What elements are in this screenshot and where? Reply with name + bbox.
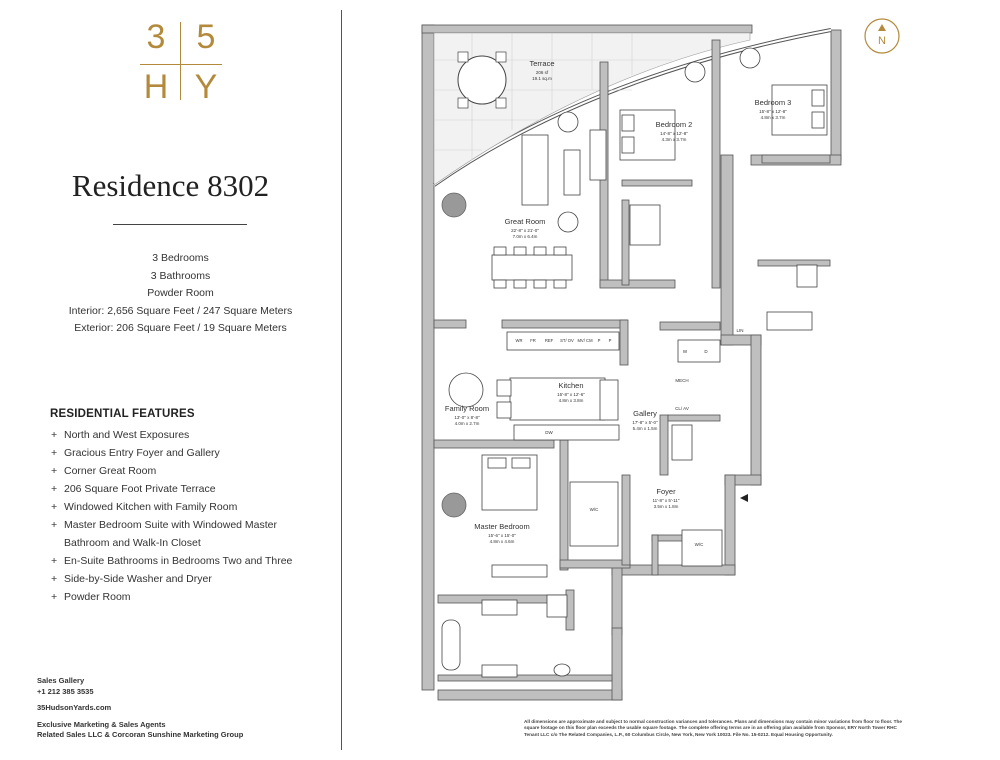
compass-icon: N <box>864 18 900 54</box>
sales-label: Sales Gallery <box>37 676 85 685</box>
appliance-st-ov: ST/ OV <box>560 338 574 343</box>
website-link[interactable]: 35HudsonYards.com <box>37 703 112 712</box>
room-family-room-dims-2: 4.0m x 2.7m <box>455 421 480 426</box>
appliance-fr: FR <box>530 338 536 343</box>
room-gallery: Gallery <box>633 409 657 418</box>
room-great-room: Great Room <box>505 217 546 226</box>
panel-divider <box>341 10 342 750</box>
summary-powder: Powder Room <box>147 287 214 300</box>
room-gallery-dims-1: 17'-8" x 5'-0" <box>632 420 658 425</box>
title-rule <box>113 224 247 225</box>
room-master-bedroom: Master Bedroom <box>474 522 529 531</box>
room-foyer: Foyer <box>656 487 676 496</box>
entry-arrow-icon <box>740 494 748 502</box>
appliance-p2: P <box>609 338 612 343</box>
room-terrace: Terrace <box>529 59 554 68</box>
room-kitchen-dims-1: 15'-8" x 12'-6" <box>557 392 585 397</box>
contact-block: Sales Gallery +1 212 385 3535 35HudsonYa… <box>37 676 243 741</box>
sales-phone[interactable]: +1 212 385 3535 <box>37 686 94 696</box>
room-bedroom-3-dims-2: 4.8m x 3.7m <box>761 115 786 120</box>
feature-item: +206 Square Foot Private Terrace <box>51 483 216 495</box>
appliance-ref: REF <box>545 338 554 343</box>
label-dw: DW <box>545 430 553 435</box>
feature-item: +Side-by-Side Washer and Dryer <box>51 573 212 585</box>
room-great-room-dims-2: 7.0m x 6.4m <box>513 234 538 239</box>
agents-names: Related Sales LLC & Corcoran Sunshine Ma… <box>37 730 244 739</box>
agents-label: Exclusive Marketing & Sales Agents <box>37 719 166 729</box>
feature-item: +Powder Room <box>51 591 131 603</box>
logo-divider-h <box>140 64 222 65</box>
logo-divider-v <box>180 22 181 100</box>
room-gallery-dims-2: 5.4m x 1.5m <box>633 426 658 431</box>
summary-interior: Interior: 2,656 Square Feet / 247 Square… <box>68 304 293 317</box>
appliance-p1: P <box>598 338 601 343</box>
appliance-mv-cm: MV/ CM <box>577 338 593 343</box>
room-bedroom-3-dims-1: 15'-8" x 12'-8" <box>759 109 787 114</box>
room-master-bedroom-dims-1: 15'-6" x 15'-0" <box>488 533 516 538</box>
logo-br: Y <box>194 68 218 106</box>
exterior-walls <box>421 24 842 701</box>
label-lin: LIN <box>736 328 743 333</box>
summary-bathrooms: 3 Bathrooms <box>150 269 211 282</box>
room-foyer-dims-2: 3.5m x 1.8m <box>654 504 679 509</box>
label-washer: W <box>683 349 688 354</box>
room-kitchen: Kitchen <box>558 381 583 390</box>
brand-logo: 3 5 H Y <box>136 18 226 104</box>
info-panel: 3 5 H Y Residence 8302 3 Bedrooms 3 Bath… <box>0 0 341 760</box>
room-bedroom-2: Bedroom 2 <box>656 120 693 129</box>
feature-item: +Windowed Kitchen with Family Room <box>51 501 238 513</box>
label-cl-av: CL/ AV <box>675 406 689 411</box>
logo-tr: 5 <box>196 18 216 56</box>
feature-item: +Master Bedroom Suite with Windowed Mast… <box>51 519 277 531</box>
features-title: RESIDENTIAL FEATURES <box>50 408 195 420</box>
logo-tl: 3 <box>146 18 166 56</box>
floor-plan-drawing: N <box>421 18 900 701</box>
label-wic-master: W/C <box>590 507 599 512</box>
compass-label: N <box>878 35 886 47</box>
label-mech: MECH <box>675 378 688 383</box>
appliance-wr: WR <box>516 338 523 343</box>
residence-summary: 3 Bedrooms 3 Bathrooms Powder Room Inter… <box>0 250 361 338</box>
room-terrace-dims-2: 19.1 sq.m <box>532 76 552 81</box>
logo-bl: H <box>143 68 169 106</box>
room-master-bedroom-dims-2: 4.8m x 4.6m <box>490 539 515 544</box>
features-list: +North and West Exposures +Gracious Entr… <box>51 426 341 606</box>
room-bedroom-3: Bedroom 3 <box>755 98 792 107</box>
feature-item: +Corner Great Room <box>51 465 157 477</box>
label-dryer: D <box>704 349 708 354</box>
residence-title: Residence 8302 <box>71 168 270 203</box>
feature-item: +En-Suite Bathrooms in Bedrooms Two and … <box>51 555 293 567</box>
legal-disclaimer: All dimensions are approximate and subje… <box>524 719 902 737</box>
feature-item: +Gracious Entry Foyer and Gallery <box>51 447 220 459</box>
room-great-room-dims-1: 22'-8" x 21'-0" <box>511 228 539 233</box>
floor-plan: N <box>342 0 1000 760</box>
feature-item-continued: Bathroom and Walk-In Closet <box>64 537 201 549</box>
room-foyer-dims-1: 11'-8" x 5'-11" <box>652 498 679 503</box>
room-bedroom-2-dims-1: 14'-8" x 12'-8" <box>660 131 688 136</box>
summary-exterior: Exterior: 206 Square Feet / 19 Square Me… <box>74 322 287 335</box>
room-bedroom-2-dims-2: 4.3m x 3.7m <box>662 137 687 142</box>
room-family-room: Family Room <box>445 404 489 413</box>
label-wic-foyer: W/C <box>695 542 704 547</box>
room-labels: Terrace 206 sf 19.1 sq.m Bedroom 2 14'-8… <box>445 59 791 547</box>
summary-bedrooms: 3 Bedrooms <box>152 252 209 264</box>
room-kitchen-dims-2: 4.8m x 3.8m <box>559 398 584 403</box>
furniture <box>441 47 828 678</box>
feature-item: +North and West Exposures <box>51 429 190 441</box>
room-family-room-dims-1: 13'-0" x 8'-8" <box>454 415 480 420</box>
room-terrace-dims-1: 206 sf <box>536 70 549 75</box>
